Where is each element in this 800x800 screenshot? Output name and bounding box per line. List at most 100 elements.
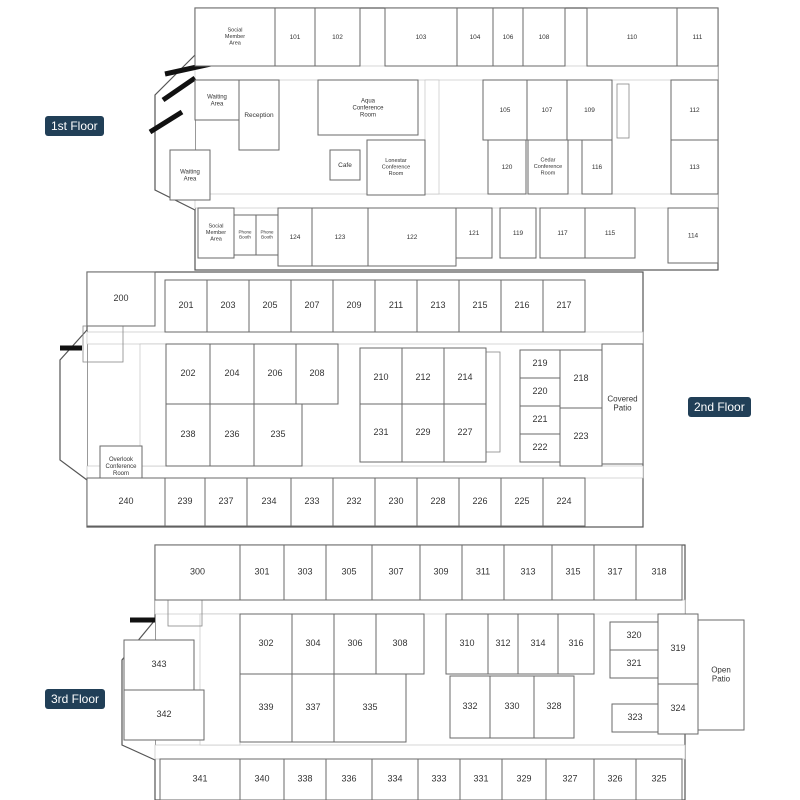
room-outline xyxy=(329,149,361,181)
room-label: 211 xyxy=(389,300,403,310)
room-outline xyxy=(274,7,316,67)
room-outline xyxy=(557,613,595,675)
room-label: 333 xyxy=(431,774,446,784)
room-label: 308 xyxy=(392,638,407,648)
room-outline xyxy=(164,477,206,527)
room-outline xyxy=(500,477,544,527)
room-label: 205 xyxy=(262,300,277,310)
room-outline xyxy=(291,613,335,675)
room-label: 229 xyxy=(415,427,430,437)
room-label: 328 xyxy=(546,701,561,711)
room-label: 102 xyxy=(332,34,343,41)
room-outline xyxy=(499,207,537,259)
room-outline xyxy=(635,544,683,601)
room-outline xyxy=(169,149,211,201)
room-outline xyxy=(459,758,503,800)
room-outline xyxy=(86,477,166,527)
floor-label-1st: 1st Floor xyxy=(45,116,104,136)
room-label: 305 xyxy=(341,567,356,577)
room-label: 332 xyxy=(462,701,477,711)
room-label: 124 xyxy=(290,234,301,241)
room-label: 341 xyxy=(192,774,207,784)
room-label: 301 xyxy=(254,567,269,577)
room-outline xyxy=(333,673,407,743)
room-outline xyxy=(325,544,373,601)
room-label: 329 xyxy=(516,774,531,784)
room-label: 214 xyxy=(457,372,472,382)
room-outline xyxy=(419,544,463,601)
room-outline xyxy=(635,758,683,800)
room-outline xyxy=(159,758,241,800)
room-label: 302 xyxy=(258,638,273,648)
room-outline xyxy=(501,758,547,800)
room-label: 236 xyxy=(224,429,239,439)
floor-label-2nd: 2nd Floor xyxy=(688,397,751,417)
room-label: 226 xyxy=(472,496,487,506)
room-outline xyxy=(551,544,595,601)
room-outline xyxy=(374,477,418,527)
room-label: 239 xyxy=(177,496,192,506)
room-outline xyxy=(197,207,235,259)
room-outline xyxy=(416,477,460,527)
room-outline xyxy=(371,758,419,800)
room-label: Cafe xyxy=(338,162,352,169)
room-outline xyxy=(325,758,373,800)
room-label: 207 xyxy=(304,300,319,310)
room-label: 334 xyxy=(387,774,402,784)
room-outline xyxy=(165,403,211,467)
room-outline xyxy=(204,477,248,527)
room-outline xyxy=(527,139,569,195)
room-label: 340 xyxy=(254,774,269,784)
room-outline xyxy=(154,544,241,601)
room-label: 221 xyxy=(532,414,547,424)
room-label: 233 xyxy=(304,496,319,506)
room-outline xyxy=(123,689,205,741)
room-label: 113 xyxy=(689,164,700,171)
room-outline xyxy=(461,544,505,601)
room-outline xyxy=(332,477,376,527)
room-outline xyxy=(487,613,519,675)
room-label: 208 xyxy=(309,368,324,378)
room-label: 106 xyxy=(503,34,514,41)
room-outline xyxy=(248,279,292,333)
room-outline xyxy=(416,279,460,333)
room-label: 307 xyxy=(388,567,403,577)
room-outline xyxy=(375,613,425,675)
room-label: 309 xyxy=(433,567,448,577)
room-label: 222 xyxy=(532,442,547,452)
room-label: 331 xyxy=(473,774,488,784)
room-label: 227 xyxy=(457,427,472,437)
room-outline xyxy=(519,377,561,407)
room-label: 200 xyxy=(113,293,128,303)
room-outline xyxy=(367,207,457,267)
room-label: 320 xyxy=(626,630,641,640)
room-outline xyxy=(359,403,403,463)
room-label: 220 xyxy=(532,386,547,396)
room-outline xyxy=(455,207,493,259)
room-label: 201 xyxy=(178,300,193,310)
room-outline xyxy=(542,279,586,333)
room-label: 204 xyxy=(224,368,239,378)
room-outline xyxy=(283,544,327,601)
room-outline xyxy=(194,79,240,121)
room-outline xyxy=(290,279,334,333)
room-outline xyxy=(670,79,719,141)
room-label: 338 xyxy=(297,774,312,784)
room-outline xyxy=(239,758,285,800)
room-label: 215 xyxy=(472,300,487,310)
room-label: 327 xyxy=(562,774,577,784)
room-label: 303 xyxy=(297,567,312,577)
room-outline xyxy=(533,675,575,739)
room-label: 108 xyxy=(539,34,550,41)
room-label: 304 xyxy=(305,638,320,648)
room-label: 210 xyxy=(373,372,388,382)
room-label: 101 xyxy=(290,34,301,41)
room-label: 114 xyxy=(688,232,699,239)
